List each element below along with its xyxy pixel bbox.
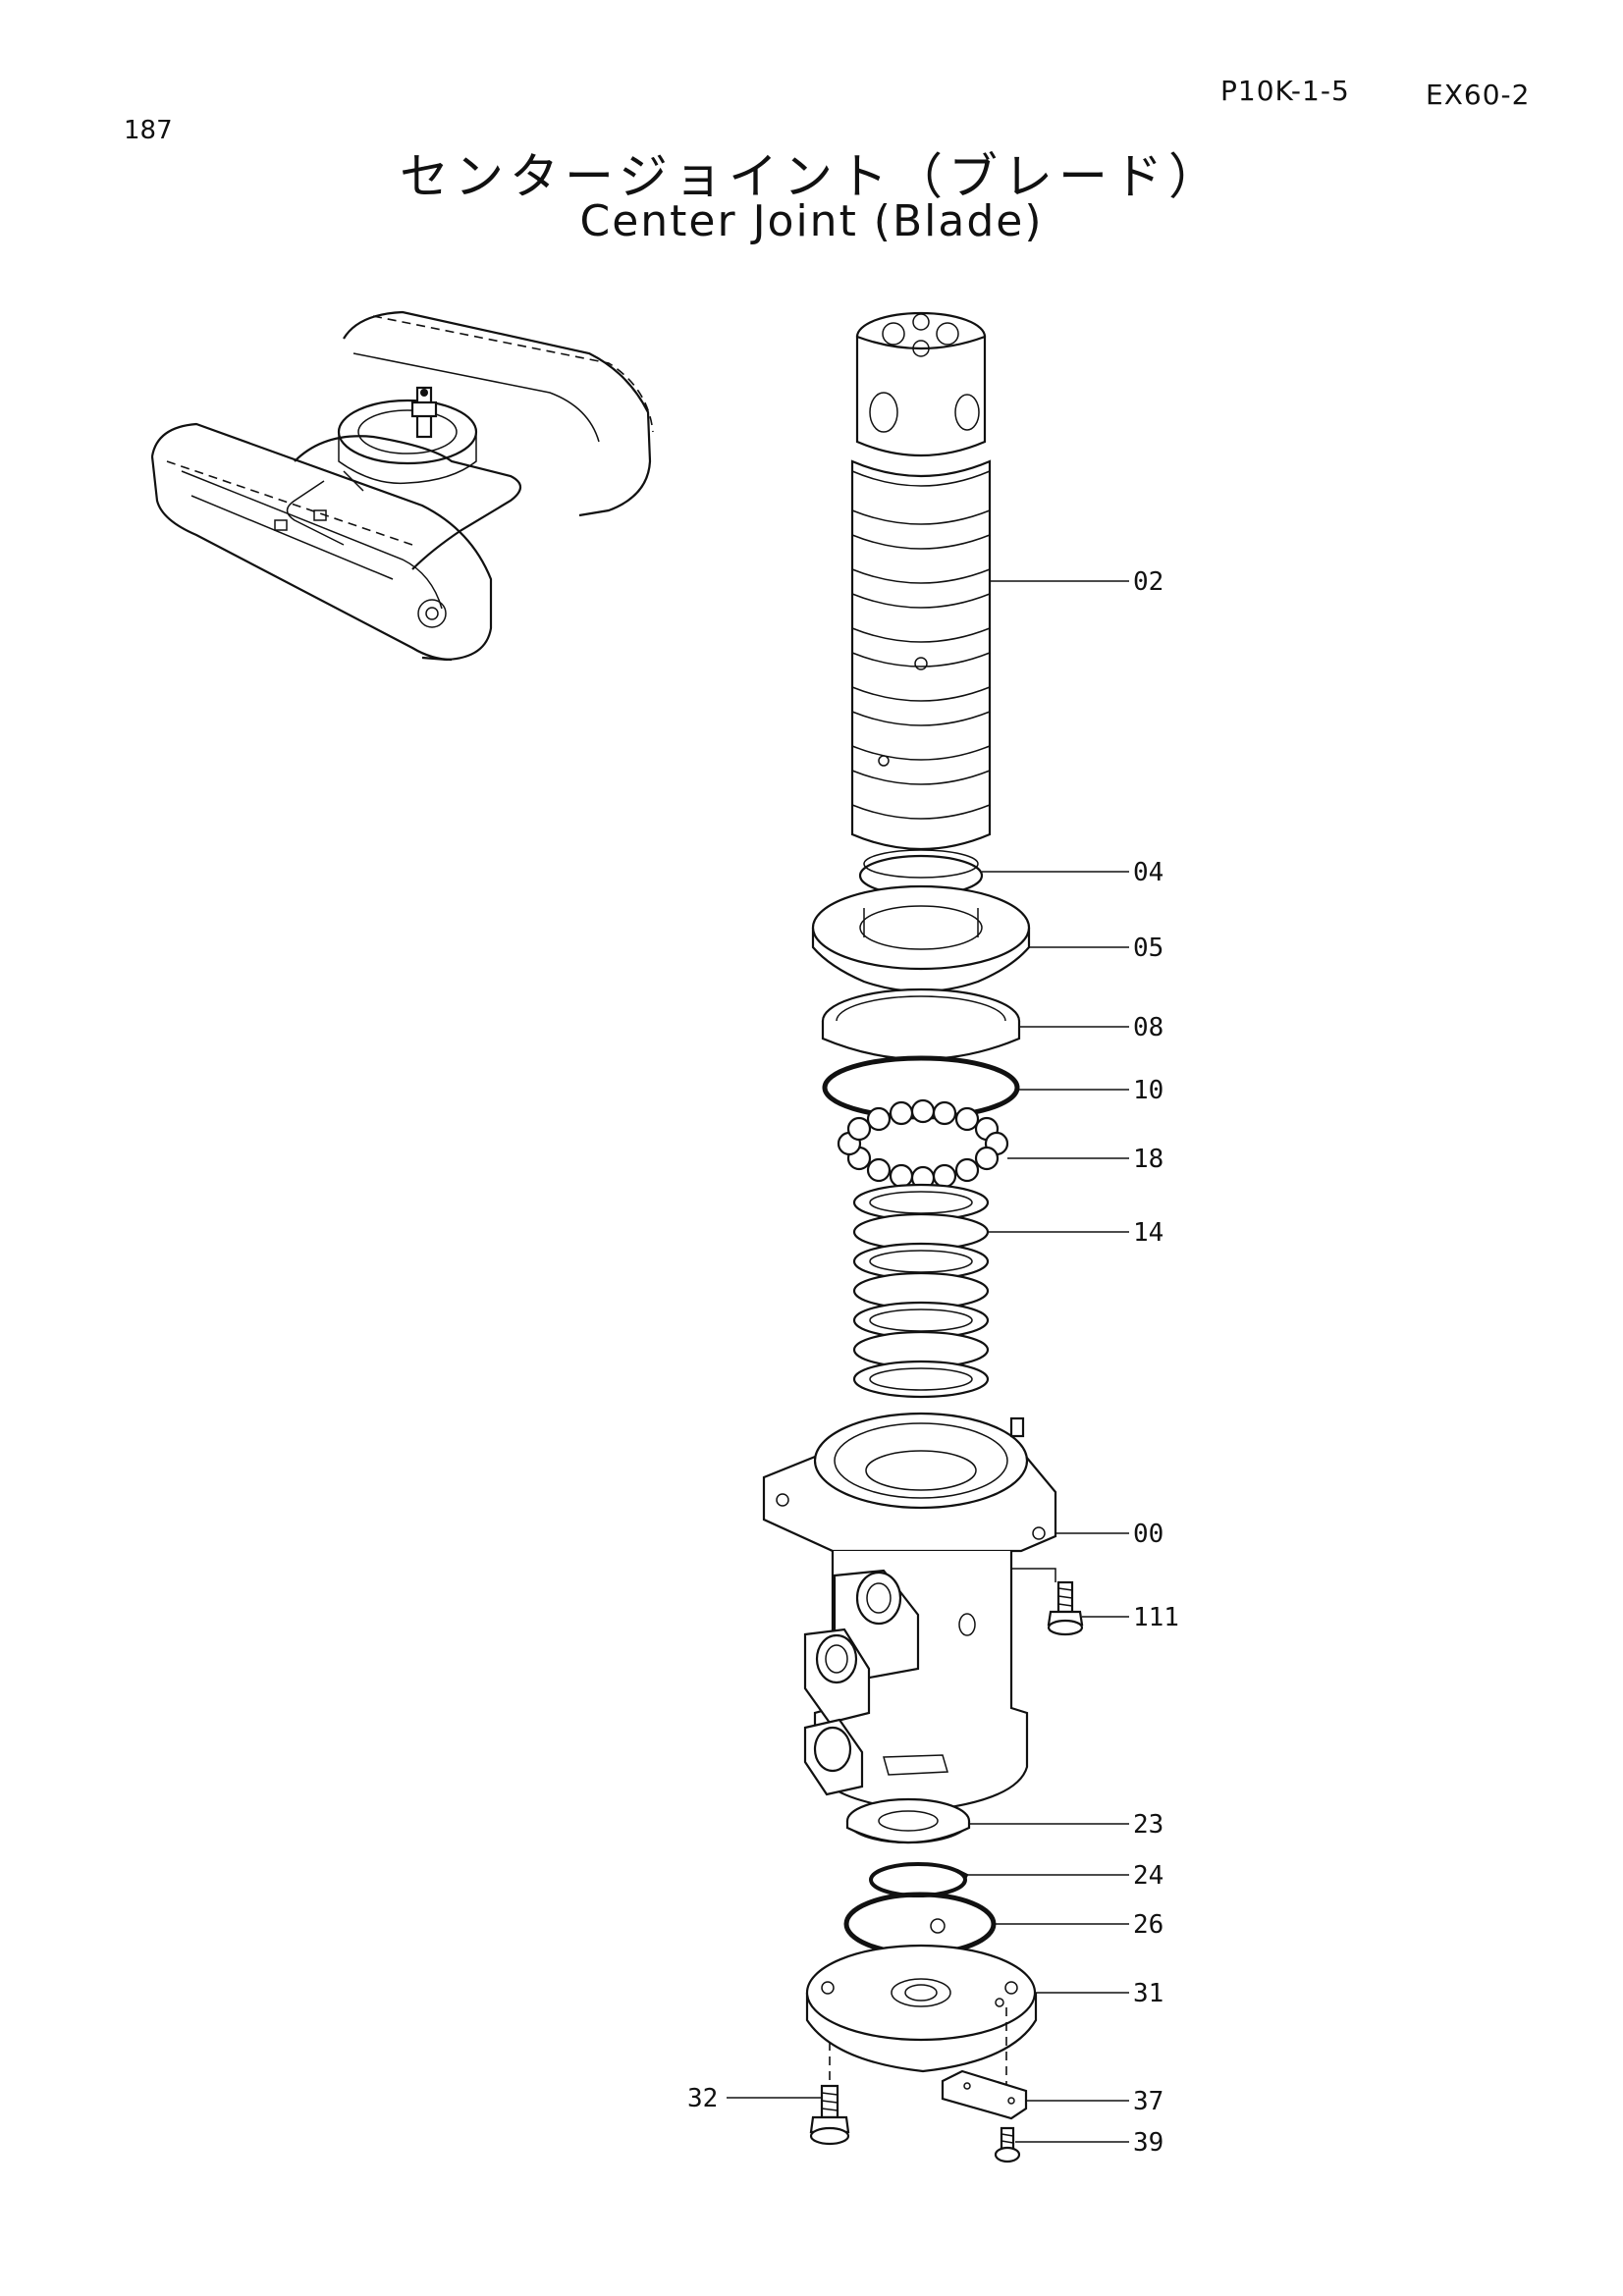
part-05-cover [811,884,1031,993]
callout-26: 26 [1133,1910,1163,1940]
callout-08: 08 [1133,1013,1163,1042]
callout-14: 14 [1133,1218,1163,1248]
model-code: EX60-2 [1426,79,1531,111]
callout-00: 00 [1133,1520,1163,1549]
callout-18: 18 [1133,1145,1163,1174]
part-00-body [762,1412,1057,1813]
part-39-screw [994,2126,1021,2163]
callout-05: 05 [1133,934,1163,963]
page-number: 187 [124,116,173,145]
callout-39: 39 [1133,2128,1163,2158]
callout-02: 02 [1133,567,1163,597]
callout-24: 24 [1133,1861,1163,1891]
callout-31: 31 [1133,1979,1163,2008]
undercarriage-inset-illustration [150,310,654,662]
callout-04: 04 [1133,858,1163,887]
part-04-ring [858,849,984,897]
part-111-bolt [1047,1580,1084,1636]
part-24-snap-ring [869,1862,969,1897]
part-02-spindle [850,311,992,851]
part-14-seal-stack [852,1183,990,1399]
title-japanese: センタージョイント（ブレード） [400,148,1223,205]
page-code: P10K-1-5 [1220,75,1350,107]
part-08-seal [821,988,1021,1061]
title-english: Center Joint (Blade) [579,196,1044,246]
part-32-bolt [809,2084,850,2146]
callout-23: 23 [1133,1810,1163,1840]
part-31-cover [805,1944,1038,2073]
callout-37: 37 [1133,2087,1163,2116]
part-23-thrust-plate [845,1797,971,1844]
callout-111: 111 [1133,1603,1179,1632]
part-37-plate [941,2069,1028,2120]
callout-32: 32 [687,2084,718,2113]
callout-10: 10 [1133,1076,1163,1105]
leader-00-bracket [1011,1568,1056,1582]
